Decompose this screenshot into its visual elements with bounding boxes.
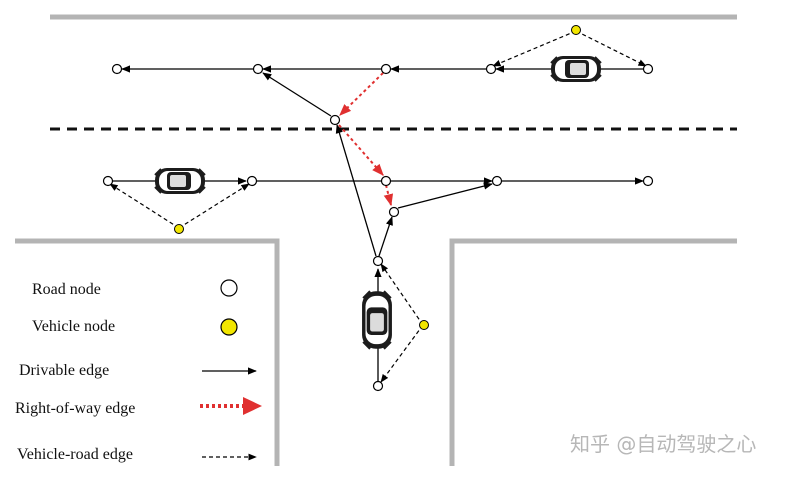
legend-vehicle-road-edge-label: Vehicle-road edge bbox=[17, 446, 133, 463]
drivable-edges bbox=[113, 65, 644, 381]
right-of-way-edge bbox=[383, 184, 394, 207]
drivable-edge bbox=[378, 216, 393, 257]
road-node bbox=[329, 114, 341, 126]
road-node bbox=[642, 175, 654, 187]
vehicle-nodes bbox=[174, 25, 581, 330]
vehicle-road-edge bbox=[380, 263, 424, 326]
legend-right-of-way-arrowhead bbox=[243, 397, 262, 415]
road-node bbox=[111, 63, 123, 75]
legend-road-node-label: Road node bbox=[32, 281, 101, 298]
road-boundary-left bbox=[15, 238, 280, 466]
road-node bbox=[485, 63, 497, 75]
road-nodes bbox=[102, 63, 654, 392]
vehicle-middle-lane bbox=[154, 167, 206, 195]
legend-vehicle-node-label: Vehicle node bbox=[32, 318, 115, 335]
watermark-text: 知乎 @自动驾驶之心 bbox=[570, 432, 756, 456]
right-of-way-edge bbox=[338, 124, 384, 176]
right-of-way-edge bbox=[339, 72, 384, 116]
road-node bbox=[380, 63, 392, 75]
legend-drivable-edge-label: Drivable edge bbox=[19, 362, 109, 379]
road-node bbox=[491, 175, 503, 187]
vehicle-node bbox=[174, 224, 184, 234]
road-node bbox=[642, 63, 654, 75]
legend-vehicle-node-symbol bbox=[220, 318, 238, 336]
vehicle-road-edge bbox=[492, 30, 577, 67]
road-node bbox=[388, 206, 400, 218]
vehicle-road-edge bbox=[575, 30, 647, 67]
road-node bbox=[372, 255, 384, 267]
road-node bbox=[380, 175, 392, 187]
vehicle-road-edges bbox=[109, 30, 647, 383]
vehicle-node bbox=[419, 320, 429, 330]
road-node bbox=[246, 175, 258, 187]
legend: Road node Vehicle node Drivable edge Rig… bbox=[15, 279, 262, 463]
vehicle-road-edge bbox=[380, 324, 424, 383]
drivable-edge bbox=[262, 72, 332, 117]
road-node bbox=[102, 175, 114, 187]
vehicle-top-lane bbox=[550, 55, 602, 83]
vehicle-bottom-road bbox=[360, 290, 394, 350]
vehicle-node bbox=[571, 25, 581, 35]
legend-road-node-symbol bbox=[220, 279, 238, 297]
legend-right-of-way-edge-label: Right-of-way edge bbox=[15, 400, 135, 417]
right-of-way-edges bbox=[338, 72, 394, 207]
road-node bbox=[252, 63, 264, 75]
road-node bbox=[372, 380, 384, 392]
drivable-edge bbox=[397, 182, 493, 209]
road-boundary-right bbox=[449, 238, 737, 466]
drivable-edge bbox=[335, 124, 377, 257]
